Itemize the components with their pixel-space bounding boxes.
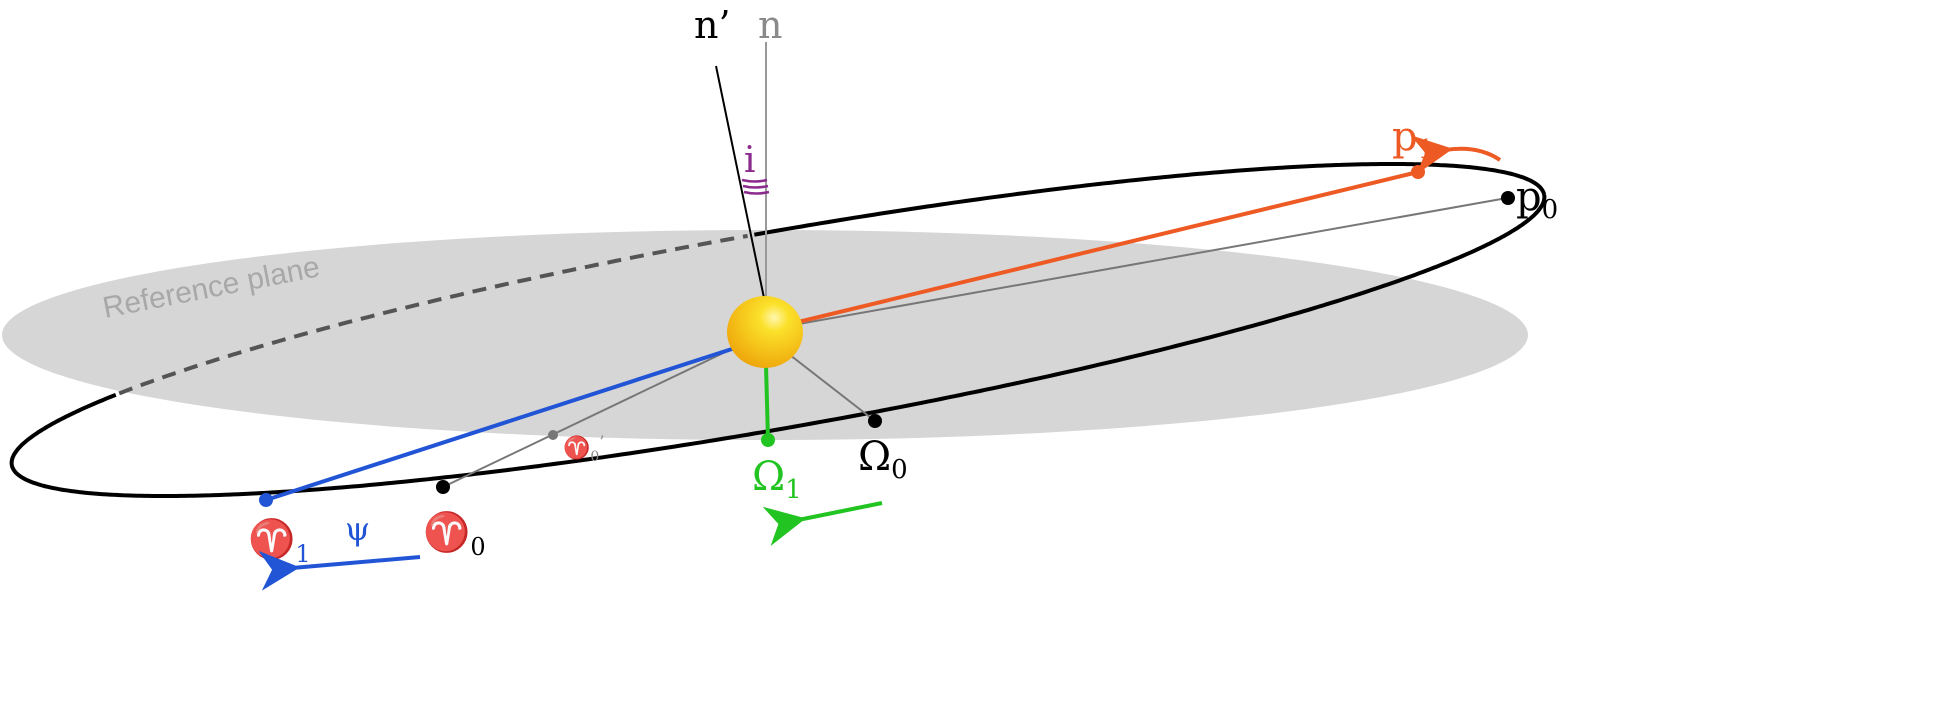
p1-point [1411, 165, 1425, 179]
orbit-hidden-segment [118, 233, 748, 396]
perihelion-line [764, 170, 1419, 332]
omega0-point [868, 414, 882, 428]
omega1-point [761, 433, 775, 447]
aries0-prime-label: ♈0’ [563, 432, 604, 465]
psi-label: ψ [345, 510, 370, 548]
aries1-point [259, 493, 273, 507]
p0-guide-line [764, 197, 1508, 331]
orbit-ellipse [9, 162, 1547, 498]
aries0-label: ♈0 [423, 510, 486, 561]
aries0-guide-line [442, 344, 741, 488]
equinox-line [265, 346, 736, 502]
aries0-point [436, 480, 450, 494]
p0-point [1501, 191, 1515, 205]
inclination-label: i [744, 140, 756, 181]
aries0-prime-point [548, 430, 558, 440]
omega1-label: Ω1 [752, 454, 802, 505]
omega0-guide-line [789, 354, 876, 422]
normal-n-prime-line [715, 65, 765, 299]
p0-label: p0 [1516, 174, 1558, 225]
n-label: n [758, 3, 782, 47]
p1-label: p1 [1392, 114, 1434, 165]
node-line [764, 364, 770, 441]
equinox-precession-arrow [258, 550, 421, 591]
omega0-label: Ω0 [858, 434, 908, 485]
n-prime-label: n’ [694, 3, 731, 47]
aries1-label: ♈1 [248, 517, 311, 568]
node-regression-arrow [762, 501, 883, 546]
perihelion-advance-arrow [1410, 135, 1502, 175]
sun [727, 296, 803, 368]
inclination-angle-arcs [741, 178, 770, 195]
